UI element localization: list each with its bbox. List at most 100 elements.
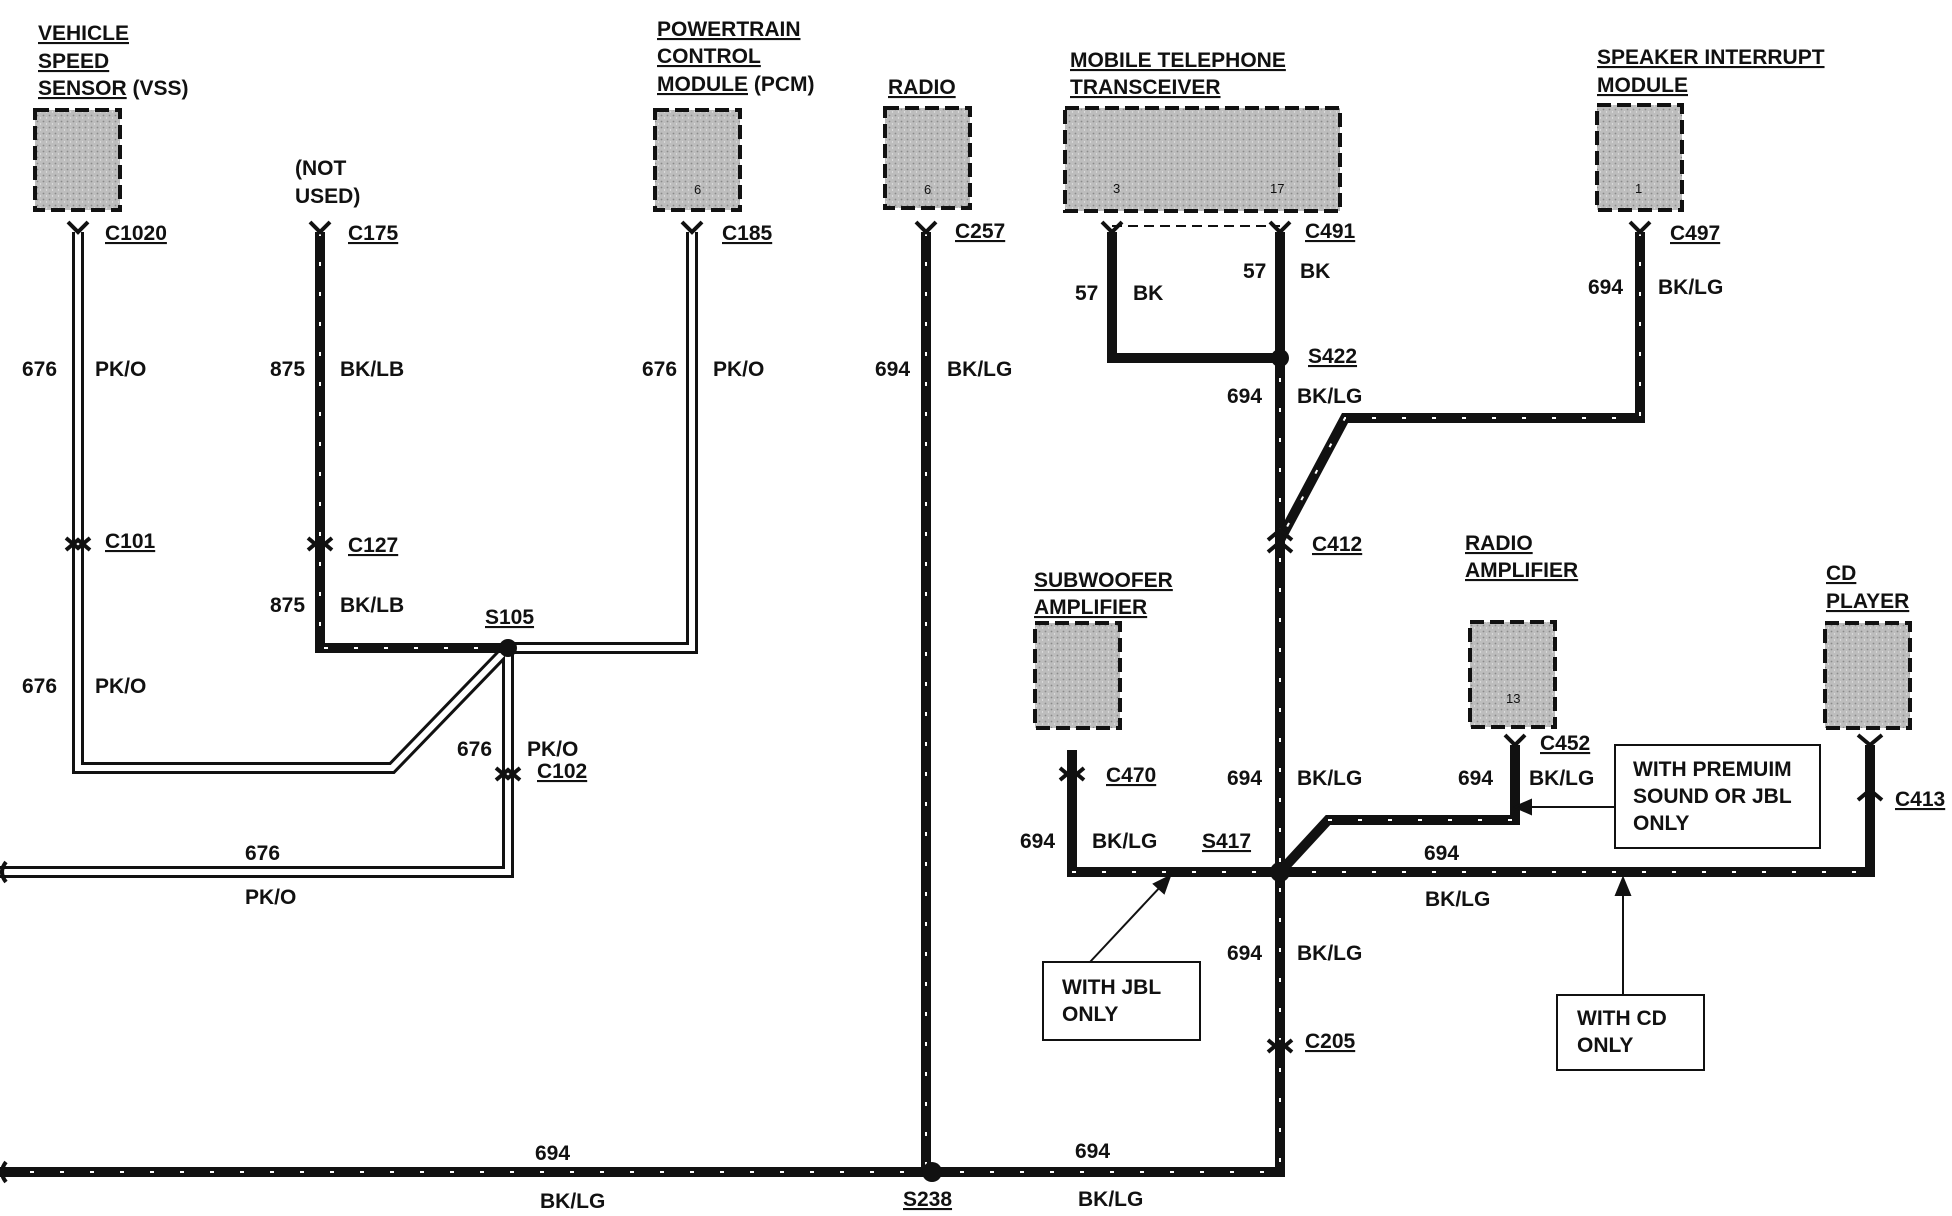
speaker-interrupt-component	[1595, 103, 1684, 212]
radio-amp-title-2: AMPLIFIER	[1465, 559, 1578, 582]
color-pko-c102: PK/O	[527, 738, 578, 761]
c127-symbol-b	[306, 537, 334, 552]
phone-pin-3: 3	[1113, 181, 1120, 196]
c175-label: C175	[348, 222, 399, 245]
wire-694-c452: 694	[1458, 767, 1493, 790]
c470-label: C470	[1106, 764, 1156, 787]
wire-694-bottom-left: 694	[535, 1142, 570, 1165]
c102-symbol-a	[494, 766, 522, 781]
phone-pin-17: 17	[1270, 181, 1284, 196]
c101-symbol-a	[64, 536, 92, 551]
cd-note-box	[1556, 994, 1705, 1071]
c257-label: C257	[955, 220, 1005, 243]
s105-label: S105	[485, 606, 534, 629]
color-bklg-bottom-right: BK/LG	[1078, 1188, 1143, 1211]
wire-694-speaker: 694	[1588, 276, 1623, 299]
color-bklb-upper: BK/LB	[340, 358, 404, 381]
vss-title-3: SENSOR (VSS)	[38, 77, 189, 100]
color-bklg-speaker: BK/LG	[1658, 276, 1723, 299]
vss-component	[33, 108, 122, 212]
color-bklg-c452: BK/LG	[1529, 767, 1594, 790]
s238-splice	[922, 1162, 942, 1182]
c497-symbol	[1628, 220, 1652, 235]
c205-symbol-b	[1266, 1039, 1294, 1054]
wire-694-cd: 694	[1424, 842, 1459, 865]
pcm-title-3: MODULE (PCM)	[657, 73, 815, 96]
speaker-interrupt-title-2: MODULE	[1597, 74, 1688, 97]
pcm-title-1: POWERTRAIN	[657, 18, 801, 41]
subwoofer-component	[1033, 621, 1122, 730]
color-bk-right: BK	[1300, 260, 1330, 283]
c101-label: C101	[105, 530, 156, 553]
speaker-interrupt-pin: 1	[1635, 181, 1642, 196]
phone-title-1: MOBILE TELEPHONE	[1070, 49, 1286, 72]
wire-676-left: 676	[245, 842, 280, 865]
wire-57-right: 57	[1243, 260, 1266, 283]
wire-676-c102: 676	[457, 738, 492, 761]
note-boxes	[1042, 744, 1821, 1071]
color-pko-left: PK/O	[245, 886, 296, 909]
vss-title-1: VEHICLE	[38, 22, 129, 45]
not-used-1: (NOT	[295, 157, 346, 180]
s417-splice	[1270, 862, 1290, 882]
wire-694-sub: 694	[1020, 830, 1055, 853]
premium-note-1: WITH PREMUIM	[1633, 758, 1792, 781]
subwoofer-title-1: SUBWOOFER	[1034, 569, 1173, 592]
s422-label: S422	[1308, 345, 1357, 368]
pcm-component	[653, 108, 742, 212]
c491-a-symbol	[1100, 220, 1124, 235]
wire-694-bottom-right: 694	[1075, 1140, 1110, 1163]
radio-amp-title-1: RADIO	[1465, 532, 1533, 555]
c205-label: C205	[1305, 1030, 1356, 1053]
c491-b-symbol	[1268, 220, 1292, 235]
c452-label: C452	[1540, 732, 1590, 755]
wire-676-pcm: 676	[642, 358, 677, 381]
c452-symbol	[1503, 733, 1527, 748]
premium-note-3: ONLY	[1633, 812, 1689, 835]
note-arrows	[1089, 798, 1632, 995]
color-bklg-sub: BK/LG	[1092, 830, 1157, 853]
s238-label: S238	[903, 1188, 952, 1211]
speaker-interrupt-title-1: SPEAKER INTERRUPT	[1597, 46, 1825, 69]
radio-component	[883, 106, 972, 210]
subwoofer-title-2: AMPLIFIER	[1034, 596, 1147, 619]
cd-player-component	[1823, 621, 1912, 730]
c185-label: C185	[722, 222, 773, 245]
jbl-note-1: WITH JBL	[1062, 976, 1161, 999]
pko-wires	[0, 232, 698, 878]
wire-676-vss: 676	[22, 358, 57, 381]
c1020-symbol	[66, 220, 90, 235]
pcm-title-2: CONTROL	[657, 45, 761, 68]
phone-title-2: TRANSCEIVER	[1070, 76, 1221, 99]
radio-amp-component	[1468, 620, 1557, 729]
wire-694-c412-below: 694	[1227, 767, 1262, 790]
connector-symbols	[0, 220, 1884, 1184]
s422-splice	[1271, 349, 1289, 367]
c185-symbol	[680, 220, 704, 235]
c470-symbol-a	[1058, 766, 1086, 781]
not-used-2: USED)	[295, 185, 360, 208]
c127-label: C127	[348, 534, 398, 557]
color-pko-pcm: PK/O	[713, 358, 764, 381]
color-bklg-c412-below: BK/LG	[1297, 767, 1362, 790]
c127-symbol-a	[306, 536, 334, 551]
vss-title-2: SPEED	[38, 50, 109, 73]
c497-label: C497	[1670, 222, 1720, 245]
color-bklg-s422: BK/LG	[1297, 385, 1362, 408]
jbl-note-box	[1042, 961, 1201, 1041]
left-edge-break-2	[0, 1160, 8, 1184]
c102-label: C102	[537, 760, 587, 783]
s105-splice	[499, 639, 517, 657]
c1020-label: C1020	[105, 222, 167, 245]
c205-symbol-a	[1266, 1038, 1294, 1053]
color-bklb-lower: BK/LB	[340, 594, 404, 617]
phone-component	[1063, 106, 1342, 213]
wire-875-upper: 875	[270, 358, 305, 381]
c102-symbol-b	[494, 767, 522, 782]
c470-symbol-b	[1058, 767, 1086, 782]
wire-57-left: 57	[1075, 282, 1098, 305]
color-pko-vss-lower: PK/O	[95, 675, 146, 698]
premium-note-box	[1614, 744, 1821, 849]
wire-676-vss-lower: 676	[22, 675, 57, 698]
